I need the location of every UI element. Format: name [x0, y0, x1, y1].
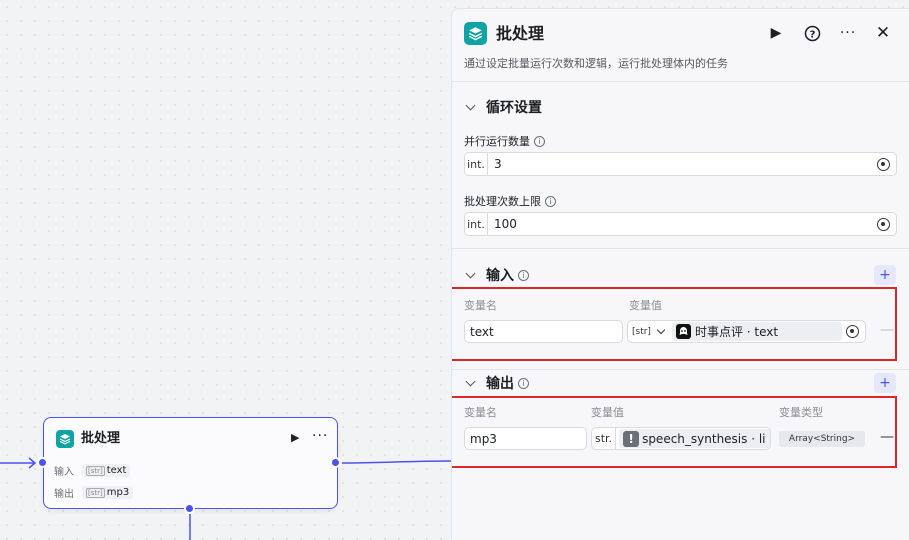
- loop-section-header[interactable]: 循环设置: [464, 97, 542, 117]
- close-icon[interactable]: ✕: [875, 23, 891, 43]
- layers-icon: [56, 430, 74, 448]
- node-title: 批处理: [81, 431, 121, 446]
- batch-settings-panel: 批处理 ▶ ? ··· ✕ 通过设定批量运行次数和逻辑，运行批处理体内的任务 循…: [451, 8, 909, 540]
- panel-title: 批处理: [496, 24, 545, 43]
- limit-label: 批处理次数上限 i: [464, 193, 556, 209]
- reference-text: 时事点评 · text: [694, 325, 779, 339]
- output-section-title: 输出: [486, 376, 514, 392]
- chevron-down-icon: [465, 100, 476, 110]
- variable-reference-icon[interactable]: [877, 157, 890, 171]
- output-col-value-header: 变量值: [591, 406, 624, 419]
- input-col-name-header: 变量名: [464, 299, 497, 312]
- batch-limit-input[interactable]: int. 100: [464, 212, 897, 236]
- batch-node[interactable]: 批处理 ▶ ··· 输入 [str]text 输出 [str]mp3: [43, 417, 338, 509]
- add-output-button[interactable]: +: [874, 373, 896, 393]
- node-output-pill: [str]mp3: [82, 486, 134, 499]
- node-output-row: 输出 [str]mp3: [54, 485, 134, 500]
- loop-section-title: 循环设置: [486, 100, 542, 116]
- info-icon: i: [518, 377, 529, 389]
- warning-icon: !: [623, 430, 640, 447]
- node-output-value: mp3: [106, 487, 130, 498]
- parallel-label: 并行运行数量 i: [464, 133, 545, 149]
- reference-chip[interactable]: ! speech_synthesis · li: [619, 429, 770, 448]
- parallel-label-text: 并行运行数量: [464, 135, 530, 148]
- divider: [452, 369, 909, 370]
- str-type-icon: [str]: [86, 487, 105, 498]
- node-input-port[interactable]: [37, 457, 48, 468]
- output-variable-value-field[interactable]: str. ! speech_synthesis · li: [591, 427, 771, 450]
- batch-limit-value: 100: [494, 217, 517, 231]
- chevron-down-icon: [465, 268, 476, 278]
- info-icon: i: [518, 269, 529, 281]
- svg-text:?: ?: [809, 29, 815, 40]
- remove-output-button[interactable]: —: [880, 429, 894, 445]
- reference-text: speech_synthesis · li: [642, 431, 766, 446]
- output-section-header[interactable]: 输出 i: [464, 373, 529, 393]
- chevron-down-icon: [465, 376, 476, 386]
- reference-chip[interactable]: 时事点评 · text: [671, 322, 842, 341]
- input-variable-value-field[interactable]: [str] 时事点评 · text: [627, 320, 866, 343]
- layers-icon: [464, 22, 487, 45]
- output-col-name-header: 变量名: [464, 406, 497, 419]
- input-section-title: 输入: [486, 268, 514, 284]
- remove-input-button[interactable]: —: [880, 322, 894, 338]
- node-input-label: 输入: [54, 467, 74, 478]
- node-input-value: text: [106, 465, 127, 476]
- node-input-pill: [str]text: [82, 464, 131, 477]
- info-icon: i: [534, 135, 545, 147]
- limit-label-text: 批处理次数上限: [464, 195, 541, 208]
- help-icon[interactable]: ?: [801, 22, 823, 44]
- info-icon: i: [545, 195, 556, 207]
- input-variable-name-field[interactable]: text: [464, 320, 623, 343]
- output-highlight-box: [452, 396, 897, 468]
- parallel-count-input[interactable]: int. 3: [464, 152, 897, 176]
- input-col-value-header: 变量值: [629, 299, 662, 312]
- str-type-label: str.: [592, 428, 617, 449]
- play-icon[interactable]: ▶: [770, 25, 782, 41]
- parallel-count-value: 3: [494, 157, 502, 171]
- str-type-icon: [str]: [86, 465, 105, 476]
- int-type-label: int.: [465, 153, 488, 175]
- input-highlight-box: [452, 287, 897, 361]
- panel-description: 通过设定批量运行次数和逻辑，运行批处理体内的任务: [464, 57, 728, 70]
- input-section-header[interactable]: 输入 i: [464, 265, 529, 285]
- node-output-label: 输出: [54, 489, 74, 500]
- more-icon[interactable]: ···: [312, 428, 329, 444]
- variable-reference-icon[interactable]: [877, 217, 890, 231]
- node-bottom-port[interactable]: [184, 503, 195, 514]
- str-type-icon: [str]: [632, 326, 651, 337]
- divider: [452, 248, 909, 249]
- chevron-down-icon[interactable]: [656, 325, 666, 335]
- int-type-label: int.: [465, 213, 488, 235]
- node-input-row: 输入 [str]text: [54, 463, 131, 478]
- node-output-port[interactable]: [330, 457, 341, 468]
- output-variable-name-field[interactable]: mp3: [464, 427, 587, 450]
- variable-reference-icon[interactable]: [846, 325, 859, 338]
- variable-type-badge: Array<String>: [779, 431, 865, 447]
- play-icon[interactable]: ▶: [291, 431, 300, 444]
- more-icon[interactable]: ···: [839, 25, 857, 41]
- output-col-type-header: 变量类型: [779, 406, 823, 419]
- add-input-button[interactable]: +: [874, 265, 896, 285]
- node-source-icon: [675, 324, 691, 339]
- divider: [452, 81, 909, 82]
